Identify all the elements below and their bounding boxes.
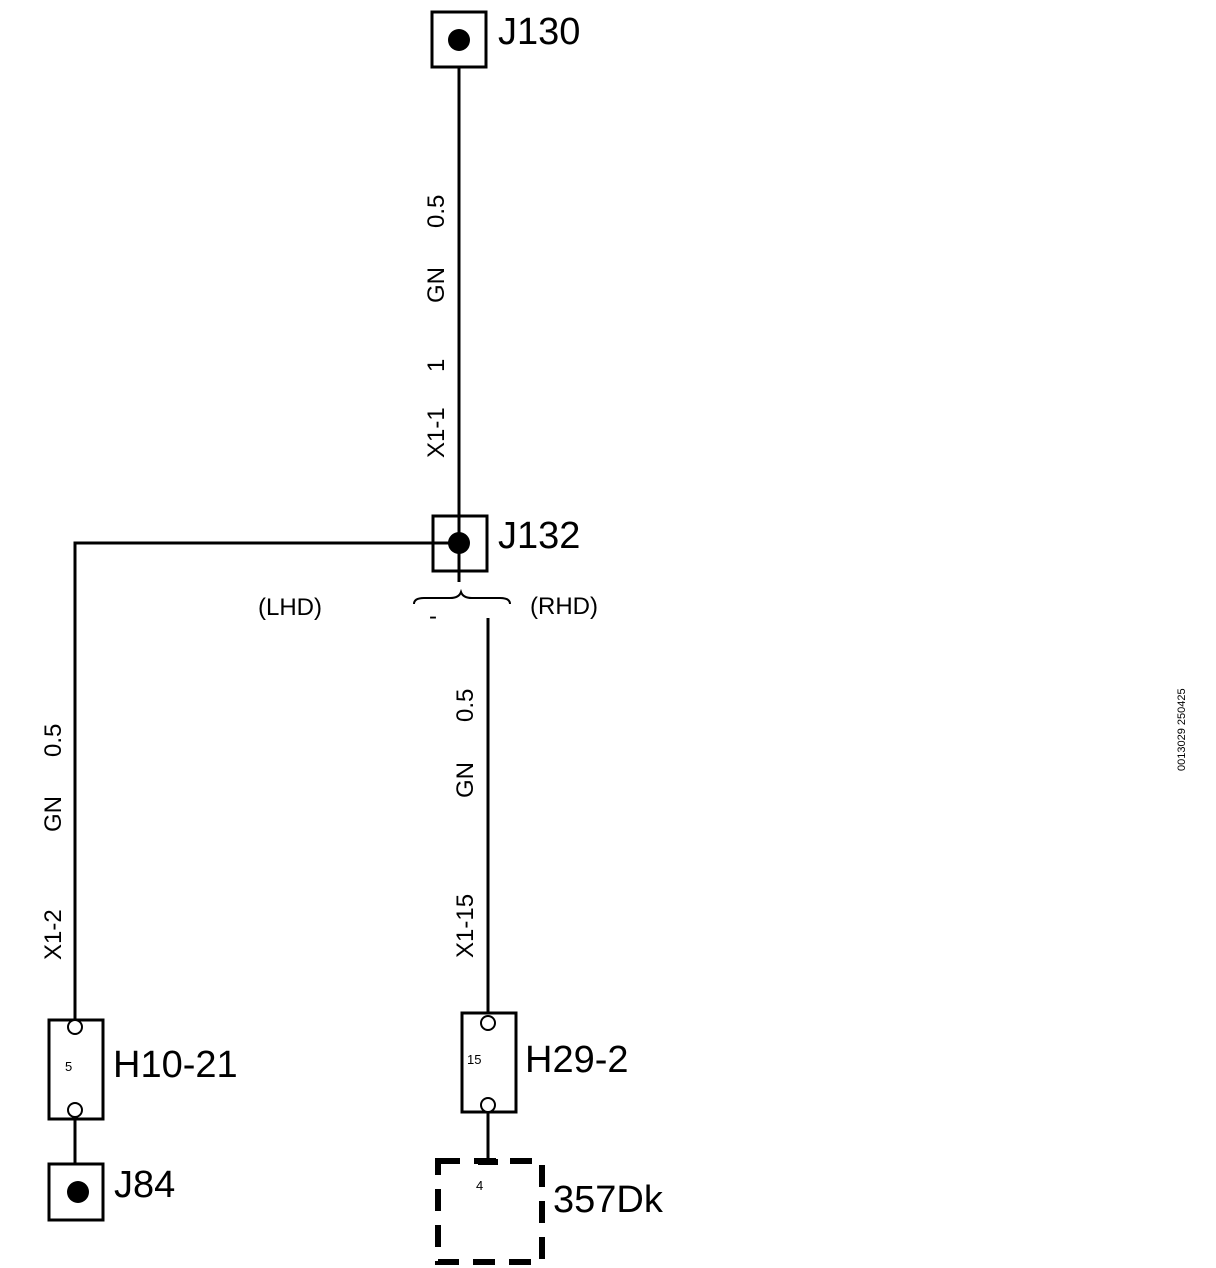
connector-h29-pin-bottom bbox=[480, 1097, 496, 1113]
variant-brace bbox=[413, 588, 511, 605]
wire-right-color: GN bbox=[452, 762, 479, 798]
wire-left-conn: X1-2 bbox=[40, 909, 67, 960]
junction-j132-label: J132 bbox=[498, 515, 580, 557]
junction-j132-box bbox=[431, 514, 489, 573]
junction-j130-dot bbox=[448, 29, 470, 51]
connector-h10-pin-top bbox=[67, 1019, 83, 1035]
wire-top-size: 0.5 bbox=[423, 195, 450, 228]
junction-j132-dot bbox=[448, 532, 470, 554]
connector-h10-pin-bottom bbox=[67, 1102, 83, 1118]
reference-code: 0013029 250425 bbox=[1176, 688, 1188, 771]
wire-left-size: 0.5 bbox=[40, 724, 67, 757]
connector-h10-label: H10-21 bbox=[113, 1044, 238, 1086]
variant-dash-label: - bbox=[429, 603, 437, 630]
variant-lhd-label: (LHD) bbox=[258, 594, 322, 621]
component-357dk-pin-number: 4 bbox=[476, 1178, 483, 1193]
connector-h10-pin-number: 5 bbox=[65, 1059, 72, 1074]
wire-top-conn: X1-1 bbox=[423, 407, 450, 458]
connector-h29-pin-top bbox=[480, 1015, 496, 1031]
junction-j84-label: J84 bbox=[114, 1164, 175, 1206]
connector-h29-label: H29-2 bbox=[525, 1039, 629, 1081]
junction-j130-label: J130 bbox=[498, 11, 580, 53]
component-357dk-box bbox=[435, 1158, 545, 1265]
variant-rhd-label: (RHD) bbox=[530, 593, 598, 620]
wire-top-num: 1 bbox=[423, 359, 450, 372]
wire-right-size: 0.5 bbox=[452, 689, 479, 722]
wire-right-conn: X1-15 bbox=[452, 894, 479, 958]
connector-h29-pin-number: 15 bbox=[467, 1052, 481, 1067]
wire-left-color: GN bbox=[40, 796, 67, 832]
component-357dk-label: 357Dk bbox=[553, 1179, 664, 1221]
junction-j84-dot bbox=[67, 1181, 89, 1203]
wire-top-color: GN bbox=[423, 267, 450, 303]
wire-j132-h10 bbox=[73, 541, 459, 1022]
